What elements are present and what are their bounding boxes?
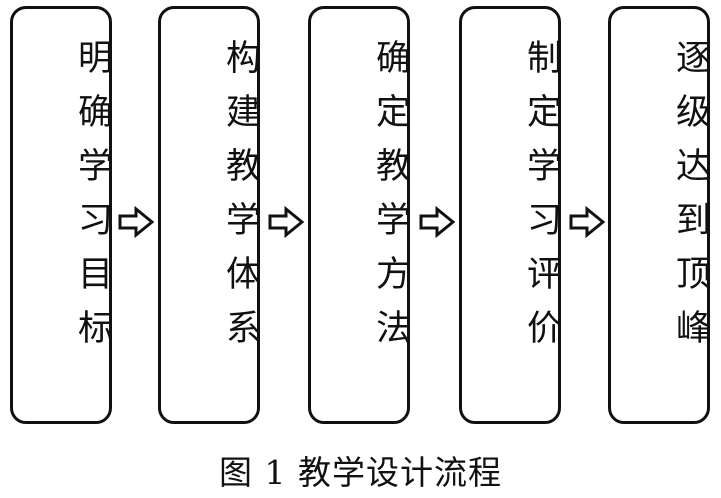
step-label: 确定教学方法 — [370, 39, 410, 363]
step-box-clarify-learning-goals: 明确学习目标 — [10, 6, 112, 424]
step-label: 逐级达到顶峰 — [670, 39, 710, 363]
right-arrow-icon — [118, 206, 154, 238]
right-arrow-icon — [569, 206, 605, 238]
step-label: 制定学习评价 — [521, 39, 561, 363]
step-label: 明确学习目标 — [72, 39, 112, 363]
step-box-set-learning-evaluation: 制定学习评价 — [459, 6, 561, 424]
right-arrow-icon — [419, 206, 455, 238]
step-box-reach-peak-step-by-step: 逐级达到顶峰 — [608, 6, 710, 424]
step-label: 构建教学体系 — [220, 39, 260, 363]
step-box-build-teaching-system: 构建教学体系 — [158, 6, 260, 424]
figure-caption: 图 1 教学设计流程 — [219, 453, 502, 492]
step-box-determine-teaching-methods: 确定教学方法 — [308, 6, 410, 424]
right-arrow-icon — [268, 206, 304, 238]
